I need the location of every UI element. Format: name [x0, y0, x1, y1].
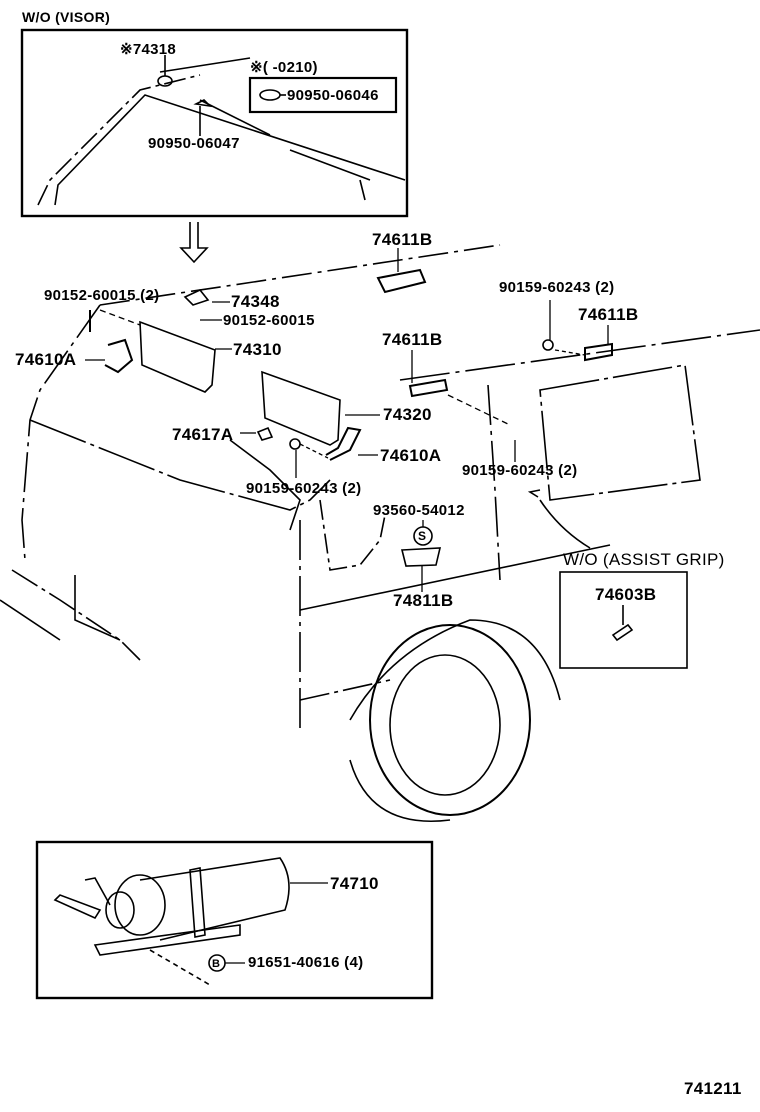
tray-74811B — [400, 547, 442, 567]
assist-grip-inset-frame — [559, 571, 688, 669]
part-label-74320[interactable]: 74320 — [383, 405, 432, 424]
part-label-74348[interactable]: 74348 — [231, 292, 280, 311]
part-label-74811B[interactable]: 74811B — [393, 591, 454, 610]
cover-74603B — [611, 623, 634, 642]
sun-visor-left — [139, 320, 216, 393]
grip-74611B-mid — [408, 378, 449, 398]
part-label-74610A-right[interactable]: 74610A — [380, 446, 442, 465]
fire-extinguisher — [53, 857, 290, 956]
leader-lines — [85, 248, 609, 592]
part-label-91651-40616[interactable]: 91651-40616 (4) — [248, 954, 364, 971]
windshield-outline — [37, 57, 406, 206]
clip-90950-06047 — [193, 99, 213, 108]
clip-90950-06046-icon — [259, 89, 281, 101]
pointer-arrow-icon — [527, 489, 591, 549]
assist-grip-inset-heading: W/O (ASSIST GRIP) — [563, 550, 725, 569]
holder-74348 — [183, 289, 210, 306]
screw-90159-top — [542, 339, 554, 351]
part-label-74318[interactable]: ※74318 — [120, 41, 177, 58]
part-label-90159-60243-top[interactable]: 90159-60243 (2) — [499, 279, 615, 296]
part-label-90152-60015[interactable]: 90152-60015 — [223, 312, 315, 329]
part-label-90950-06047[interactable]: 90950-06047 — [148, 135, 240, 152]
grip-74611B-top — [376, 268, 427, 294]
part-label-90152-60015-2[interactable]: 90152-60015 (2) — [44, 287, 160, 304]
vehicle-body — [0, 244, 760, 822]
screw-90159-left — [289, 438, 301, 450]
figure-number: 741211 — [684, 1079, 742, 1098]
part-label-74617A[interactable]: 74617A — [172, 425, 234, 444]
part-label-74610A-left[interactable]: 74610A — [15, 350, 77, 369]
part-label-74611B-right[interactable]: 74611B — [578, 305, 639, 324]
date-note: ※( -0210) — [250, 59, 318, 76]
part-label-74310[interactable]: 74310 — [233, 340, 282, 359]
grip-74611B-right — [584, 342, 613, 362]
sun-visor-right — [261, 370, 341, 446]
visor-inset-heading: W/O (VISOR) — [22, 9, 111, 25]
down-arrow-icon — [179, 222, 209, 264]
leader — [149, 949, 211, 986]
part-label-90159-60243-left[interactable]: 90159-60243 (2) — [246, 480, 362, 497]
part-label-74603B[interactable]: 74603B — [595, 585, 657, 604]
extinguisher-inset-frame — [35, 840, 434, 1000]
part-label-90950-06046[interactable]: 90950-06046 — [287, 87, 379, 104]
marker-s: S — [418, 529, 427, 543]
part-label-74611B-mid[interactable]: 74611B — [382, 330, 443, 349]
assist-grip-74610A-right — [325, 426, 362, 461]
assist-grip-74610A-left — [104, 338, 134, 374]
visor-inset-frame — [20, 28, 409, 218]
part-label-74710[interactable]: 74710 — [330, 874, 379, 893]
marker-b: B — [212, 958, 221, 970]
part-label-74611B-top[interactable]: 74611B — [372, 230, 433, 249]
part-label-90159-60243-mid[interactable]: 90159-60243 (2) — [462, 462, 578, 479]
note-box — [248, 76, 398, 114]
clip-74617A — [256, 426, 274, 441]
part-label-93560-54012[interactable]: 93560-54012 — [373, 502, 465, 519]
